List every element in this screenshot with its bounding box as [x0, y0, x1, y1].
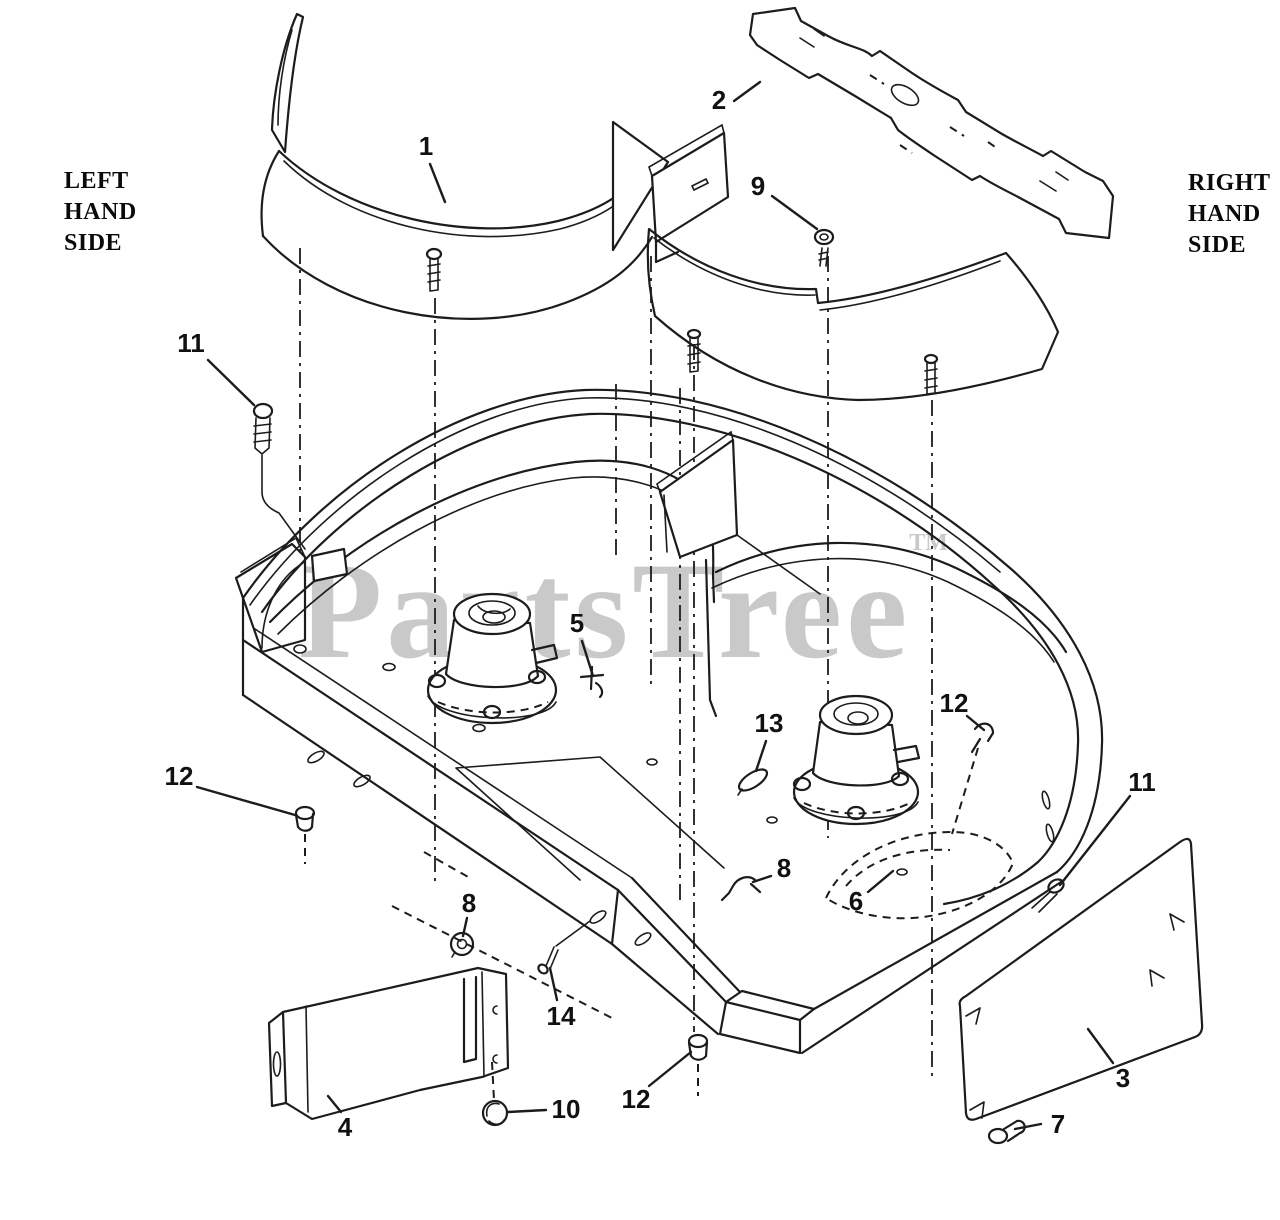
- right-label-line2: HAND: [1188, 201, 1261, 227]
- part-1-left-belt-guard: [260, 12, 654, 320]
- callout-12-leader-15: [647, 1050, 693, 1088]
- watermark-text: PartsTree: [298, 534, 912, 687]
- part-2-blade: [748, 6, 1115, 240]
- callout-13-label-5: 13: [755, 708, 784, 738]
- part-8-clip-mid: [720, 876, 762, 902]
- right-label-line1: RIGHT: [1188, 170, 1271, 196]
- callout-8-label-7: 8: [777, 853, 791, 883]
- part-6-baffle-plate: [824, 830, 1015, 920]
- callout-4-leader-14: [326, 1094, 343, 1114]
- guard-screw-left: [425, 247, 443, 292]
- mower-deck-shell: [234, 388, 1104, 1055]
- callout-11-label-9: 11: [1128, 767, 1156, 797]
- part-11-bolt-right: [1031, 878, 1065, 913]
- right-belt-guard: [646, 227, 1060, 402]
- callout-8-label-11: 8: [462, 888, 476, 918]
- left-hand-side-label: LEFT HAND SIDE: [64, 166, 137, 259]
- part-13-clip: [737, 768, 769, 796]
- center-bracket: [611, 120, 730, 264]
- callout-4-label-14: 4: [338, 1112, 353, 1142]
- left-label-line3: SIDE: [64, 230, 123, 256]
- callout-8-leader-11: [461, 916, 469, 938]
- watermark: PartsTreeTM: [298, 531, 950, 680]
- part-12-capnut-bottom: [687, 1033, 709, 1096]
- callout-10-label-13: 10: [552, 1094, 581, 1124]
- right-spindle: [792, 694, 921, 826]
- callout-14-leader-12: [548, 966, 559, 1002]
- callout-7-leader-17: [1013, 1122, 1043, 1131]
- callout-11-label-3: 11: [177, 328, 205, 358]
- part-3-side-plate: [958, 837, 1204, 1121]
- part-11-carriage-bolt-left: [252, 402, 306, 550]
- part-14-screw: [537, 920, 591, 975]
- part-12-capnut-left: [294, 805, 316, 864]
- callout-10-leader-13: [506, 1108, 548, 1114]
- callout-12-leader-10: [195, 785, 297, 817]
- left-spindle: [426, 592, 559, 725]
- callout-11-leader-9: [1058, 794, 1132, 887]
- callout-5-label-4: 5: [570, 608, 584, 638]
- callout-12-label-6: 12: [940, 688, 969, 718]
- part-8-washer-bottom: [449, 931, 475, 958]
- callout-1-label-0: 1: [419, 131, 433, 161]
- callout-11-leader-3: [206, 358, 256, 407]
- left-label-line2: HAND: [64, 199, 137, 225]
- callout-5-leader-4: [580, 639, 595, 678]
- callout-13-leader-5: [754, 739, 768, 773]
- callout-1-leader-0: [428, 162, 447, 204]
- guard-screw-right: [923, 353, 939, 395]
- callout-2-label-1: 2: [712, 85, 726, 115]
- right-label-line3: SIDE: [1188, 232, 1247, 258]
- callout-3-label-16: 3: [1116, 1063, 1130, 1093]
- left-label-line1: LEFT: [64, 168, 129, 194]
- assembly-center-lines: [299, 248, 933, 1078]
- callout-7-label-17: 7: [1051, 1109, 1065, 1139]
- callout-12-leader-6: [965, 714, 986, 732]
- callout-2-leader-1: [732, 80, 762, 103]
- part-7-bolt: [987, 1119, 1026, 1145]
- callout-12-label-10: 12: [165, 761, 194, 791]
- callout-6-label-8: 6: [849, 886, 863, 916]
- guard-screw-mid: [686, 328, 702, 373]
- part-4-deflector-bracket: [267, 966, 510, 1121]
- callout-6-leader-8: [866, 869, 895, 894]
- right-hand-side-label: RIGHT HAND SIDE: [1188, 168, 1271, 261]
- callout-3-leader-16: [1086, 1027, 1115, 1065]
- callout-9-label-2: 9: [751, 171, 765, 201]
- part-9-washer: [813, 228, 835, 267]
- callout-9-leader-2: [770, 194, 819, 231]
- part-12-bolt-right-mid: [970, 722, 995, 754]
- part-10-nut: [481, 1061, 509, 1127]
- callout-14-label-12: 14: [547, 1001, 576, 1031]
- callout-12-label-15: 12: [622, 1084, 651, 1114]
- callout-8-leader-7: [751, 874, 773, 884]
